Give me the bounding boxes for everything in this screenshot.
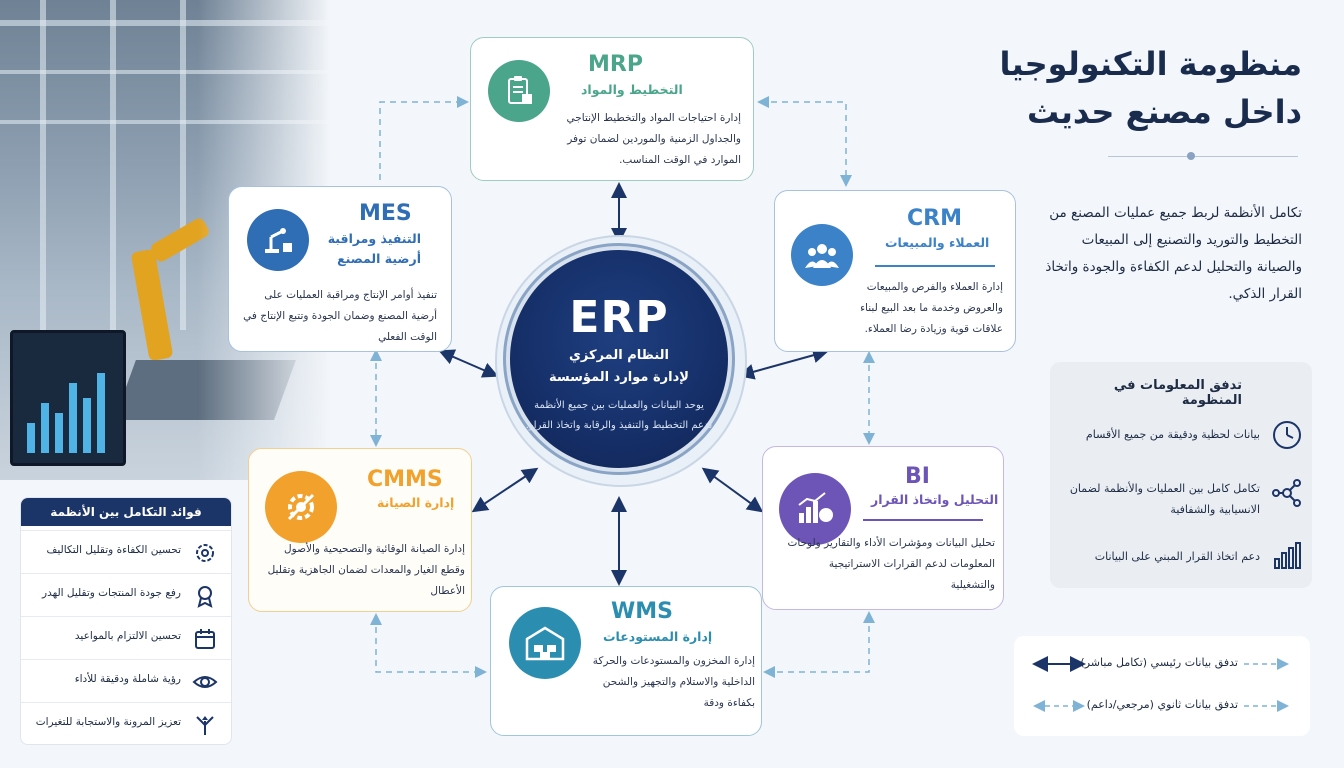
crm-subtitle: العملاء والمبيعات bbox=[885, 235, 990, 250]
mes-abbr: MES bbox=[359, 201, 412, 226]
legend-secondary: تدفق بيانات ثانوي (مرجعي/داعم) bbox=[1086, 698, 1238, 711]
benefits-panel: فوائد التكامل بين الأنظمة تحسين الكفاءة … bbox=[20, 497, 232, 745]
erp-subtitle-line1: النظام المركزي bbox=[569, 348, 669, 363]
legend: تدفق بيانات رئيسي (تكامل مباشر) تدفق بيا… bbox=[1014, 636, 1310, 736]
benefits-heading: فوائد التكامل بين الأنظمة bbox=[21, 498, 231, 526]
arrows-icon bbox=[191, 711, 219, 739]
flow-item: بيانات لحظية ودقيقة من جميع الأقسام bbox=[1085, 428, 1260, 441]
intro-paragraph: تكامل الأنظمة لربط جميع عمليات المصنع من… bbox=[1045, 205, 1302, 302]
flow-heading: تدفق المعلومات في المنظومة bbox=[1113, 378, 1242, 408]
wms-subtitle: إدارة المستودعات bbox=[603, 629, 713, 644]
bi-card[interactable]: BI التحليل واتخاذ القرار تحليل البيانات … bbox=[762, 446, 1004, 610]
cmms-abbr: CMMS bbox=[367, 467, 443, 492]
mes-description: تنفيذ أوامر الإنتاج ومراقبة العمليات على… bbox=[243, 289, 437, 343]
gear-icon bbox=[191, 539, 219, 567]
mrp-card[interactable]: MRP التخطيط والمواد إدارة احتياجات الموا… bbox=[470, 37, 754, 181]
crm-abbr: CRM bbox=[907, 206, 962, 231]
mrp-subtitle: التخطيط والمواد bbox=[581, 82, 683, 97]
benefit-item: تعزيز المرونة والاستجابة للتغيرات bbox=[21, 702, 231, 744]
bi-subtitle: التحليل واتخاذ القرار bbox=[871, 492, 999, 507]
benefit-item: رفع جودة المنتجات وتقليل الهدر bbox=[21, 573, 231, 617]
legend-primary: تدفق بيانات رئيسي (تكامل مباشر) bbox=[1080, 656, 1238, 669]
benefit-item: تحسين الالتزام بالمواعيد bbox=[21, 616, 231, 660]
calendar-icon bbox=[191, 625, 219, 653]
cmms-card[interactable]: CMMS إدارة الصيانة إدارة الصيانة الوقائي… bbox=[248, 448, 472, 612]
wms-abbr: WMS bbox=[611, 599, 674, 624]
flow-item: دعم اتخاذ القرار المبني على البيانات bbox=[1094, 550, 1260, 563]
analytics-chart-icon bbox=[779, 473, 851, 545]
crm-description: إدارة العملاء والفرص والمبيعات والعروض و… bbox=[860, 281, 1003, 335]
erp-subtitle-line2: لإدارة موارد المؤسسة bbox=[549, 370, 689, 385]
mrp-abbr: MRP bbox=[588, 52, 643, 77]
information-flow-box: تدفق المعلومات في المنظومة بيانات لحظية … bbox=[1050, 362, 1312, 588]
bi-abbr: BI bbox=[905, 464, 930, 489]
award-icon bbox=[191, 582, 219, 610]
network-icon bbox=[1270, 476, 1304, 510]
eye-icon bbox=[191, 668, 219, 696]
benefit-item: رؤية شاملة ودقيقة للأداء bbox=[21, 659, 231, 703]
clipboard-icon bbox=[488, 60, 550, 122]
flow-item: تكامل كامل بين العمليات والأنظمة لضمان ا… bbox=[1069, 482, 1260, 516]
wms-description: إدارة المخزون والمستودعات والحركة الداخل… bbox=[592, 655, 755, 709]
cmms-subtitle: إدارة الصيانة bbox=[377, 495, 455, 510]
mes-subtitle-line2: أرضية المصنع bbox=[337, 251, 421, 266]
erp-core[interactable]: ERP النظام المركزي لإدارة موارد المؤسسة … bbox=[510, 250, 728, 468]
erp-abbr: ERP bbox=[569, 292, 669, 343]
mrp-description: إدارة احتياجات المواد والتخطيط الإنتاجي … bbox=[566, 112, 741, 166]
mes-subtitle-line1: التنفيذ ومراقبة bbox=[327, 231, 421, 246]
benefit-item: تحسين الكفاءة وتقليل التكاليف bbox=[21, 530, 231, 574]
users-icon bbox=[791, 224, 853, 286]
page-title: منظومة التكنولوجيا داخل مصنع حديث bbox=[999, 45, 1302, 131]
mes-card[interactable]: MES التنفيذ ومراقبة أرضية المصنع تنفيذ أ… bbox=[228, 186, 452, 352]
erp-description: يوحد البيانات والعمليات بين جميع الأنظمة… bbox=[525, 400, 713, 431]
bar-chart-icon bbox=[1270, 538, 1304, 572]
crm-card[interactable]: CRM العملاء والمبيعات إدارة العملاء والف… bbox=[774, 190, 1016, 352]
cmms-description: إدارة الصيانة الوقائية والتصحيحية والأصو… bbox=[267, 543, 465, 597]
warehouse-icon bbox=[509, 607, 581, 679]
clock-icon bbox=[1270, 418, 1304, 452]
gear-wrench-icon bbox=[265, 471, 337, 543]
robot-arm-icon bbox=[247, 209, 309, 271]
dashboard-monitor bbox=[10, 330, 126, 466]
wms-card[interactable]: WMS إدارة المستودعات إدارة المخزون والمس… bbox=[490, 586, 762, 736]
bi-description: تحليل البيانات ومؤشرات الأداء والتقارير … bbox=[787, 537, 995, 591]
title-divider bbox=[1108, 156, 1298, 157]
